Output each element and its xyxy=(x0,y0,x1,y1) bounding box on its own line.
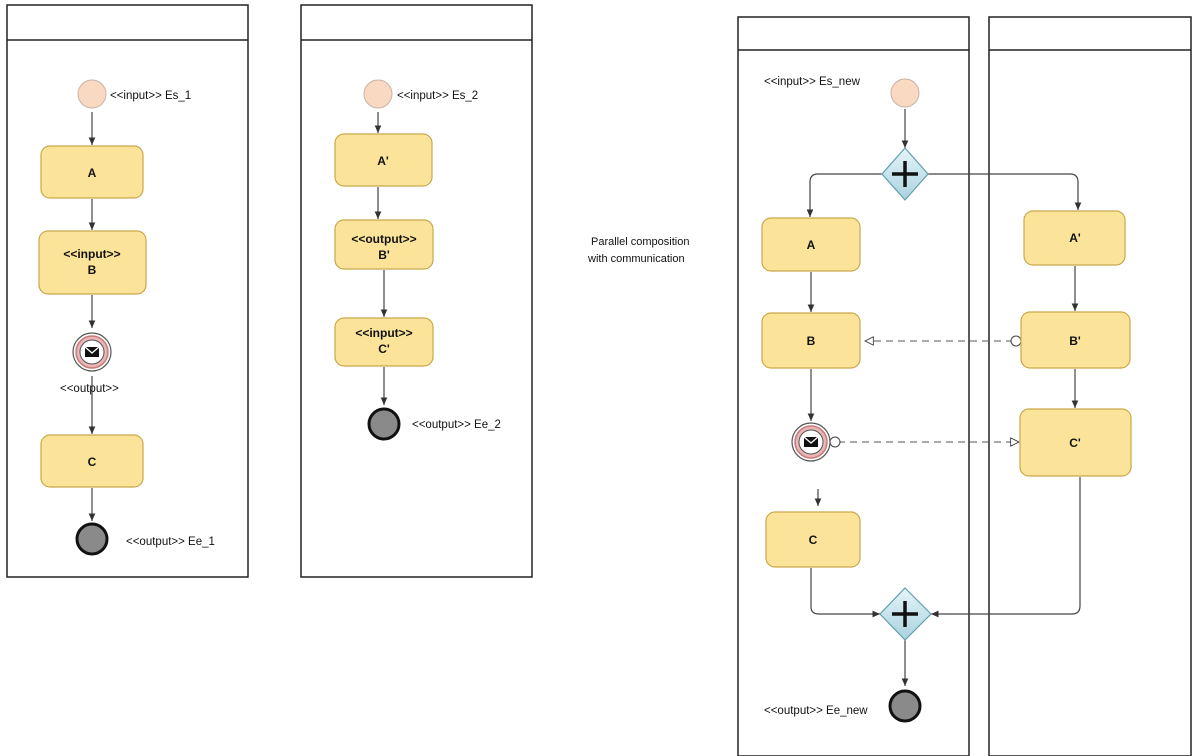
activity-b-label: B xyxy=(88,263,97,277)
diagram-1: <<input>> Es_1 A <<input>> B <<output>> … xyxy=(6,4,249,578)
activity-a-label: A xyxy=(88,166,97,180)
parallel-gateway-split-icon[interactable] xyxy=(881,147,929,201)
end-event-ee1[interactable] xyxy=(75,522,109,556)
activity-a-composed-label: A xyxy=(807,238,816,252)
lane-left-frame xyxy=(737,16,970,756)
activity-a[interactable] xyxy=(40,145,144,199)
activity-a-prime-composed-label: A' xyxy=(1069,231,1081,245)
activity-b-prime-composed[interactable] xyxy=(1020,311,1131,369)
activity-c-prime-stereotype: <<input>> xyxy=(355,326,412,340)
activity-b-prime-stereotype: <<output>> xyxy=(351,232,416,246)
diagram-2-frame xyxy=(300,4,533,578)
activity-b-stereotype: <<input>> xyxy=(63,247,120,261)
end-label-ee-new: <<output>> Ee_new xyxy=(764,705,868,717)
start-event-es-new[interactable] xyxy=(890,78,920,108)
activity-a-prime-label: A' xyxy=(377,154,389,168)
activity-c-label: C xyxy=(88,455,97,469)
activity-b-prime-label: B' xyxy=(378,248,390,262)
activity-b-prime[interactable] xyxy=(334,219,434,270)
lane-right-frame xyxy=(988,16,1192,756)
end-event-ee2[interactable] xyxy=(367,407,401,441)
activity-c-prime-composed[interactable] xyxy=(1019,408,1132,477)
activity-b-composed[interactable] xyxy=(761,312,861,369)
start-label-es2: <<input>> Es_2 xyxy=(397,90,478,102)
activity-c[interactable] xyxy=(40,434,144,488)
parallel-gateway-join-icon[interactable] xyxy=(879,587,932,641)
diagram-3: <<input>> Es_new A B C A' B' C' xyxy=(737,16,1192,756)
diagram-2: <<input>> Es_2 A' <<output>> B' <<input>… xyxy=(300,4,533,578)
activity-b-composed-label: B xyxy=(807,334,816,348)
activity-b[interactable] xyxy=(38,230,147,295)
activity-c-composed[interactable] xyxy=(765,511,861,568)
message-event-composed-icon[interactable] xyxy=(791,422,831,462)
message-label-output: <<output>> xyxy=(60,383,119,395)
activity-a-prime-composed[interactable] xyxy=(1023,210,1126,266)
composition-caption-line2: with communication xyxy=(587,253,685,265)
activity-a-prime[interactable] xyxy=(334,133,433,187)
message-event-icon[interactable] xyxy=(72,332,112,372)
end-label-ee2: <<output>> Ee_2 xyxy=(412,419,501,431)
activity-b-prime-composed-label: B' xyxy=(1069,334,1081,348)
activity-c-prime-composed-label: C' xyxy=(1069,436,1081,450)
start-label-es-new: <<input>> Es_new xyxy=(764,76,861,88)
start-event-es1[interactable] xyxy=(77,79,107,109)
activity-a-composed[interactable] xyxy=(761,217,861,272)
start-event-es2[interactable] xyxy=(363,79,393,109)
diagram-1-frame xyxy=(6,4,249,578)
activity-c-prime[interactable] xyxy=(334,317,434,367)
start-label-es1: <<input>> Es_1 xyxy=(110,90,191,102)
activity-c-composed-label: C xyxy=(809,533,818,547)
composition-caption-line1: Parallel composition xyxy=(591,236,689,248)
end-label-ee1: <<output>> Ee_1 xyxy=(126,536,215,548)
activity-c-prime-label: C' xyxy=(378,342,390,356)
end-event-ee-new[interactable] xyxy=(888,689,922,723)
